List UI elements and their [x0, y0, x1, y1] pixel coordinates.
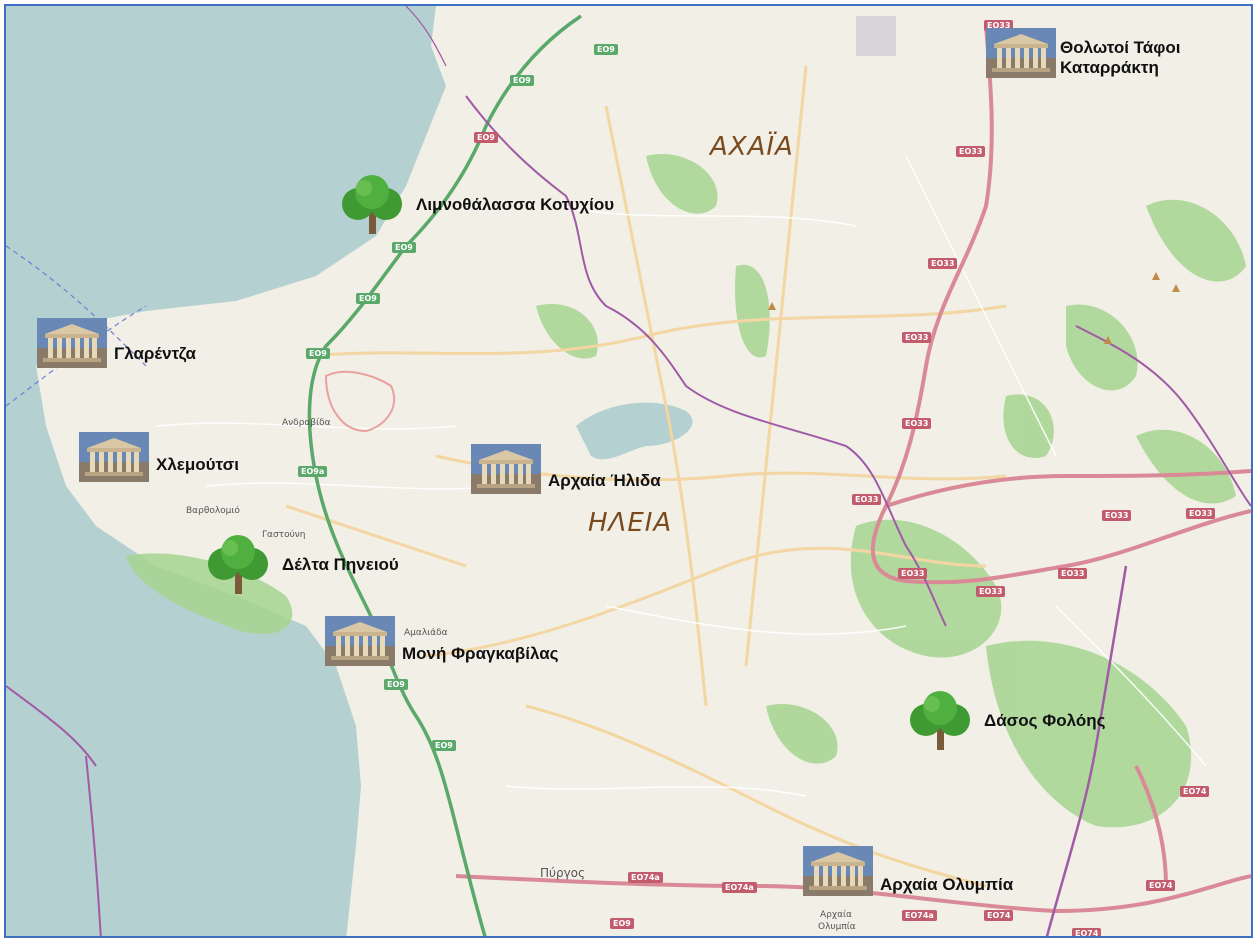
primary-road-eo33 — [455, 25, 1251, 914]
road-shield-eo74: EO74 — [984, 910, 1014, 921]
map-canvas[interactable] — [6, 6, 1253, 938]
poi-delta-pineiou[interactable]: Δέλτα Πηνειού — [202, 534, 399, 596]
road-shield-eo74: EO74 — [1146, 880, 1176, 891]
poi-limnothalassa-kotychiou[interactable]: Λιμνοθάλασσα Κοτυχίου — [336, 174, 614, 236]
temple-icon — [986, 28, 1056, 78]
road-shield-eo74: EO74 — [1072, 928, 1102, 936]
town-amaliada: Αμαλιάδα — [404, 628, 448, 638]
tree-icon — [208, 535, 268, 594]
road-shield-eo33: EO33 — [928, 258, 958, 269]
road-shield-eo9: EO9 — [474, 132, 498, 143]
poi-label: Μονή Φραγκαβίλας — [402, 644, 559, 663]
poi-moni-fragkavilas[interactable]: Μονή Φραγκαβίλας — [324, 616, 559, 666]
poi-label: Γλαρέντζα — [114, 344, 196, 363]
road-shield-eo33: EO33 — [976, 586, 1006, 597]
region-label-achaia: ΑΧΑΪΑ — [710, 132, 794, 162]
poi-archaia-ilida[interactable]: Αρχαία Ήλιδα — [470, 444, 661, 494]
road-shield-eo33: EO33 — [1186, 508, 1216, 519]
town-andravida: Ανδραβίδα — [282, 418, 331, 428]
poi-label: Δάσος Φολόης — [984, 711, 1106, 730]
map-frame: EO9 EO9 EO9 EO9 EO9 EO9 EO9a EO9 EO9 EO3… — [4, 4, 1253, 938]
poi-label: Θολωτοί Τάφοι — [1060, 38, 1181, 57]
road-shield-eo74a: EO74a — [902, 910, 937, 921]
road-shield-eo74: EO74 — [1180, 786, 1210, 797]
temple-icon — [803, 846, 873, 896]
town-archaia-olympia-line1: Αρχαία — [820, 910, 852, 920]
road-shield-eo9a: EO9a — [298, 466, 328, 477]
airport-area — [856, 16, 896, 56]
sea-area — [6, 6, 446, 936]
town-gastouni: Γαστούνη — [262, 530, 306, 540]
airbase-area — [324, 370, 396, 433]
local-roads — [155, 155, 1207, 797]
road-shield-eo9: EO9 — [610, 918, 634, 929]
poi-dasos-folois[interactable]: Δάσος Φολόης — [904, 690, 1105, 752]
lake — [576, 402, 693, 460]
town-vartholomio: Βαρθολομιό — [186, 506, 240, 516]
poi-glarentza[interactable]: Γλαρέντζα — [36, 318, 196, 368]
road-shield-eo33: EO33 — [852, 494, 882, 505]
temple-icon — [79, 432, 149, 482]
poi-archaia-olympia[interactable]: Αρχαία Ολυμπία — [802, 846, 1013, 896]
road-shield-eo9: EO9 — [384, 679, 408, 690]
poi-label-group: Θολωτοί Τάφοι Καταρράκτη — [1060, 38, 1181, 78]
boundaries — [6, 95, 1251, 936]
poi-label: Καταρράκτη — [1060, 58, 1159, 77]
road-shield-eo33: EO33 — [984, 20, 1014, 31]
peak-markers — [768, 272, 1180, 344]
road-shield-eo9: EO9 — [432, 740, 456, 751]
road-shield-eo9: EO9 — [510, 75, 534, 86]
town-pyrgos: Πύργος — [540, 866, 586, 880]
road-shield-eo74a: EO74a — [722, 882, 757, 893]
road-shield-eo33: EO33 — [902, 332, 932, 343]
road-shield-eo74a: EO74a — [628, 872, 663, 883]
poi-label: Αρχαία Ήλιδα — [548, 471, 661, 490]
road-shield-eo9: EO9 — [594, 44, 618, 55]
road-shield-eo9: EO9 — [356, 293, 380, 304]
poi-label: Χλεμούτσι — [156, 455, 240, 474]
town-archaia-olympia-line2: Ολυμπία — [818, 922, 856, 932]
maritime-boundary — [6, 245, 147, 367]
tree-icon — [342, 175, 402, 234]
poi-tholotoi-tafoi[interactable]: Θολωτοί Τάφοι Καταρράκτη — [986, 28, 1181, 78]
motorway-eo9 — [307, 14, 582, 936]
poi-label: Δέλτα Πηνειού — [282, 555, 399, 574]
poi-chlemoutsi[interactable]: Χλεμούτσι — [78, 432, 239, 482]
road-shield-eo33: EO33 — [902, 418, 932, 429]
temple-icon — [471, 444, 541, 494]
road-shield-eo9: EO9 — [392, 242, 416, 253]
road-shield-eo33: EO33 — [1058, 568, 1088, 579]
tree-icon — [910, 691, 970, 750]
road-shield-eo33: EO33 — [956, 146, 986, 157]
road-shield-eo33: EO33 — [1102, 510, 1132, 521]
poi-label: Λιμνοθάλασσα Κοτυχίου — [416, 195, 615, 214]
region-label-ilia: ΗΛΕΙΑ — [588, 508, 673, 538]
road-shield-eo33: EO33 — [898, 568, 928, 579]
road-shield-eo9: EO9 — [306, 348, 330, 359]
poi-label: Αρχαία Ολυμπία — [880, 875, 1014, 894]
temple-icon — [325, 616, 395, 666]
temple-icon — [37, 318, 107, 368]
